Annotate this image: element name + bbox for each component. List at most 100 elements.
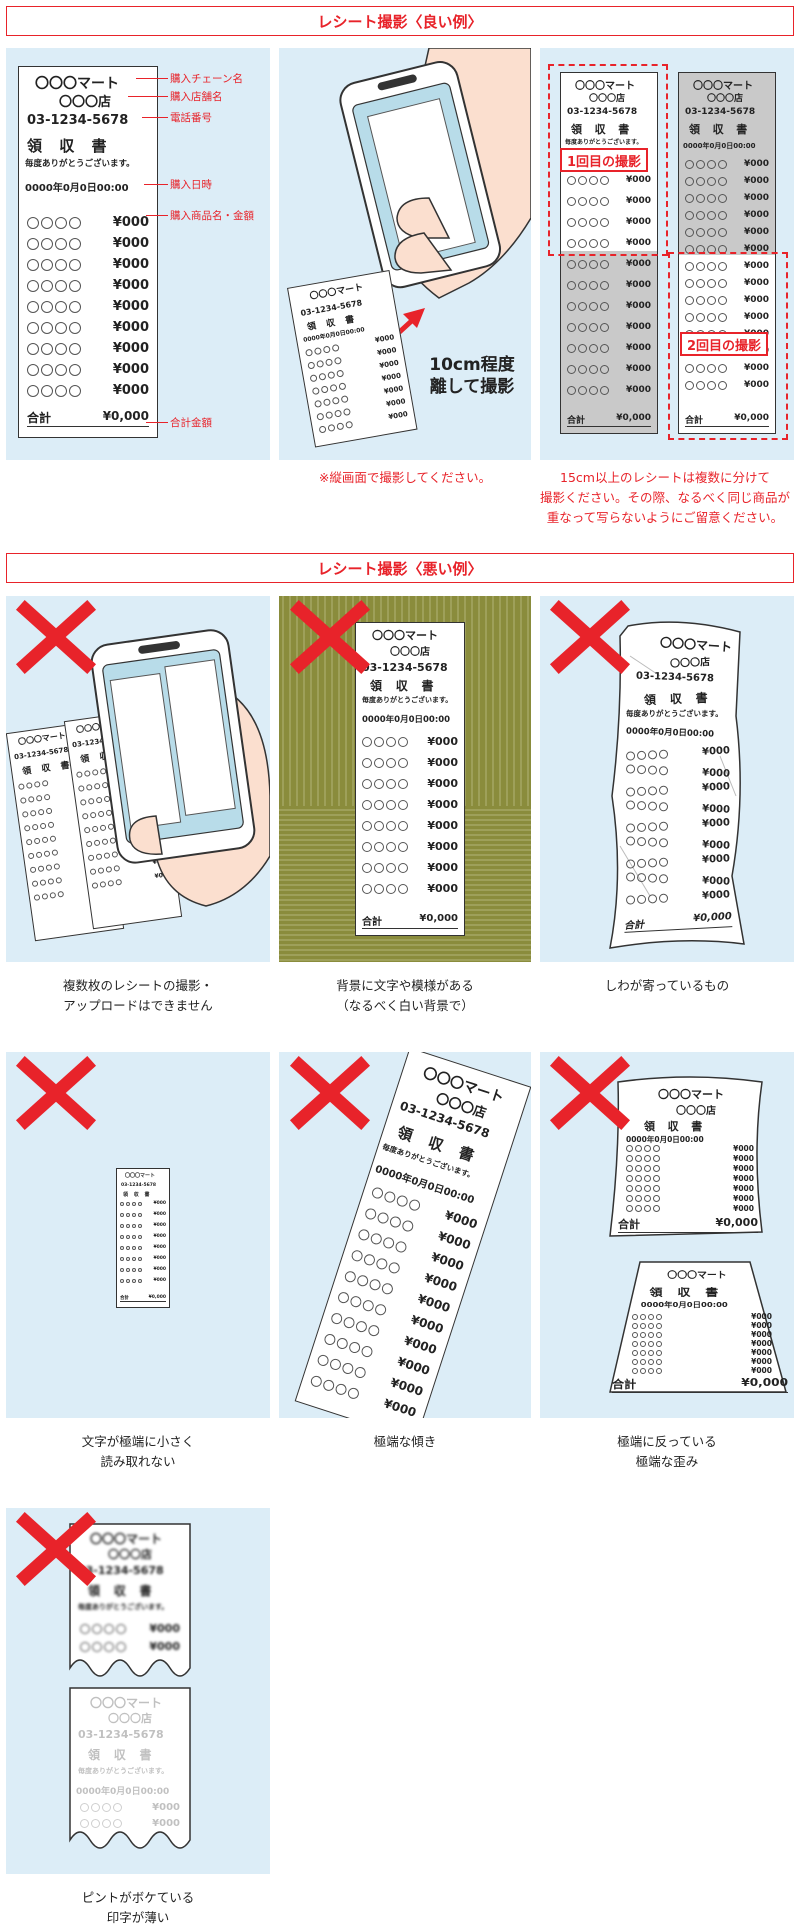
item-name-placeholder	[567, 322, 609, 332]
second-shot-frame	[668, 252, 788, 440]
item-name-placeholder	[120, 1212, 142, 1217]
circle-glyph	[27, 300, 39, 313]
circle-glyph	[116, 1623, 126, 1634]
receipt-phone: 03-1234-5678	[567, 107, 638, 117]
circle-glyph	[69, 258, 81, 271]
caption-small-line1: 文字が極端に小さく	[81, 1434, 195, 1449]
item-name-placeholder	[27, 279, 81, 292]
circle-glyph	[578, 259, 587, 269]
good-panel-annotated-receipt: 〇〇〇マート 〇〇〇店 03-1234-5678 領 収 書 毎度ありがとうござ…	[6, 48, 270, 460]
circle-glyph	[322, 397, 331, 406]
circle-glyph	[80, 1623, 90, 1634]
item-name-placeholder	[626, 1145, 660, 1152]
receipt-item-row: ¥000	[362, 819, 458, 832]
circle-glyph	[625, 836, 636, 846]
circle-glyph	[102, 1819, 111, 1828]
receipt-phone: 03-1234-5678	[121, 1183, 157, 1188]
item-name-placeholder	[27, 321, 81, 334]
receipt-item-row: ¥000	[362, 735, 458, 748]
item-name-placeholder	[625, 749, 669, 761]
circle-glyph	[696, 380, 705, 390]
circle-glyph	[578, 196, 587, 206]
receipt-item-row: ¥000	[685, 380, 769, 390]
circle-glyph	[707, 278, 716, 288]
receipt-item-row: ¥000	[120, 1212, 166, 1217]
circle-glyph	[640, 1358, 646, 1365]
receipt-item-row: ¥000	[567, 196, 651, 206]
item-price: ¥000	[733, 1144, 754, 1153]
item-price: ¥000	[153, 1212, 166, 1217]
receipt-item-row: ¥000	[685, 295, 769, 305]
receipt-total: 合計 ¥0,000	[27, 409, 149, 427]
receipt: 〇〇〇マート 〇〇〇店 03-1234-5678 領 収 書 毎度ありがとうござ…	[18, 66, 158, 438]
circle-glyph	[718, 193, 727, 203]
item-name-placeholder	[632, 1331, 662, 1338]
item-price: ¥000	[149, 1640, 180, 1653]
circle-glyph	[41, 216, 53, 229]
item-price: ¥000	[625, 217, 651, 227]
item-name-placeholder	[632, 1349, 662, 1356]
circle-glyph	[656, 1349, 662, 1356]
circle-glyph	[355, 1273, 370, 1288]
circle-glyph	[626, 1155, 633, 1162]
circle-glyph	[55, 216, 67, 229]
circle-glyph	[589, 322, 598, 332]
item-price: ¥000	[427, 777, 458, 790]
circle-glyph	[374, 757, 384, 768]
circle-glyph	[360, 1344, 375, 1359]
circle-glyph	[626, 1205, 633, 1212]
item-price: ¥000	[427, 798, 458, 811]
circle-glyph	[578, 301, 587, 311]
receipt-chain-name: 〇〇〇マート	[90, 1696, 163, 1710]
circle-glyph	[353, 1365, 368, 1379]
circle-glyph	[328, 1357, 343, 1371]
circle-glyph	[648, 1331, 654, 1338]
circle-glyph	[69, 279, 81, 292]
circle-glyph	[707, 295, 716, 305]
circle-glyph	[386, 841, 396, 852]
circle-glyph	[132, 1201, 136, 1206]
circle-glyph	[685, 380, 694, 390]
item-price: ¥000	[625, 196, 651, 206]
circle-glyph	[718, 261, 727, 271]
circle-glyph	[707, 227, 716, 237]
circle-glyph	[635, 1155, 642, 1162]
annotation-datetime: 購入日時	[170, 179, 212, 191]
circle-glyph	[696, 210, 705, 220]
receipt-item-row: ¥000	[120, 1245, 166, 1250]
circle-glyph	[567, 217, 576, 227]
distance-line1: 10cm程度	[429, 355, 515, 375]
circle-glyph	[362, 757, 372, 768]
caption-warped-line2: 極端な歪み	[635, 1454, 699, 1469]
first-shot-label: 1回目の撮影	[560, 148, 648, 172]
item-price: ¥000	[733, 1174, 754, 1183]
item-price: ¥000	[625, 343, 651, 353]
item-price: ¥000	[743, 244, 769, 254]
item-name-placeholder	[685, 261, 727, 271]
receipt-total: 合計 ¥0,000	[362, 913, 458, 929]
circle-glyph	[578, 280, 587, 290]
circle-glyph	[323, 1332, 338, 1346]
item-price: ¥000	[625, 175, 651, 185]
item-price: ¥000	[112, 236, 149, 251]
circle-glyph	[567, 385, 576, 395]
circle-glyph	[104, 1623, 114, 1634]
circle-glyph	[398, 757, 408, 768]
receipt-item-row: ¥000	[80, 1818, 180, 1829]
annot-line	[146, 215, 168, 216]
item-price: ¥000	[743, 295, 769, 305]
circle-glyph	[120, 1245, 124, 1250]
circle-glyph	[600, 343, 609, 353]
circle-glyph	[27, 384, 39, 397]
circle-glyph	[656, 1313, 662, 1320]
circle-glyph	[696, 312, 705, 322]
circle-glyph	[342, 407, 351, 416]
item-price: ¥000	[733, 1184, 754, 1193]
circle-glyph	[696, 227, 705, 237]
receipt-store-name: 〇〇〇店	[108, 1548, 152, 1561]
circle-glyph	[707, 193, 716, 203]
circle-glyph	[69, 342, 81, 355]
item-price: ¥000	[625, 364, 651, 374]
circle-glyph	[600, 238, 609, 248]
receipt-total: 合計 ¥0,000	[612, 1376, 788, 1393]
